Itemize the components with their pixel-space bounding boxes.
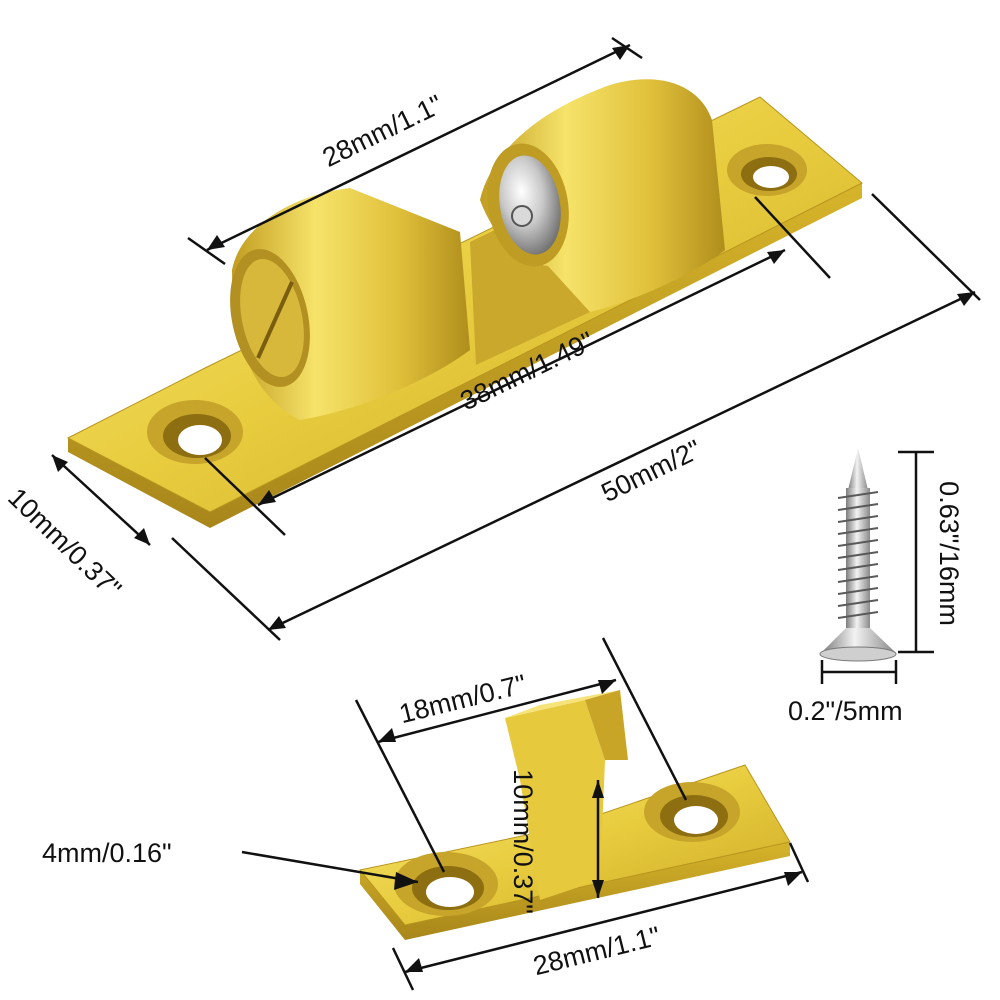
dim-leader-hole (241, 850, 419, 884)
ball-catch (66, 79, 863, 528)
catch-hole-right (727, 144, 807, 196)
dim-line-28mm-top (206, 43, 631, 252)
dim-line-28mm-bottom (404, 870, 803, 974)
strike-tongue-side (585, 690, 628, 760)
label-strike-hole: 4mm/0.16" (42, 838, 172, 868)
screw-head (822, 628, 895, 652)
strike-tongue-front (505, 700, 605, 900)
arrowheads (52, 45, 975, 972)
strike-hole-right (644, 782, 740, 842)
catch-cylinder-left-cap (230, 249, 310, 387)
dimension-lines (51, 36, 981, 991)
dim-line-18mm (377, 678, 617, 744)
screw-tip (848, 448, 868, 490)
dim-line-10mm-width (51, 454, 151, 546)
strike-hole-left (394, 852, 498, 916)
catch-steel-ball (487, 143, 569, 267)
strike-plate-side (360, 842, 790, 940)
catch-plate-side (68, 183, 862, 528)
strike-plate (359, 690, 791, 940)
screw-threads (837, 491, 879, 619)
label-screw-head: 0.2"/5mm (788, 696, 903, 726)
dim-line-50mm (267, 290, 976, 632)
catch-hole-left (147, 400, 243, 464)
dim-line-38mm (257, 248, 786, 507)
strike-tongue-top (505, 690, 620, 718)
label-strike-tongue-height: 10mm/0.37" (507, 769, 538, 914)
label-screw-length: 0.63"/16mm (933, 481, 964, 626)
screw (819, 448, 897, 662)
